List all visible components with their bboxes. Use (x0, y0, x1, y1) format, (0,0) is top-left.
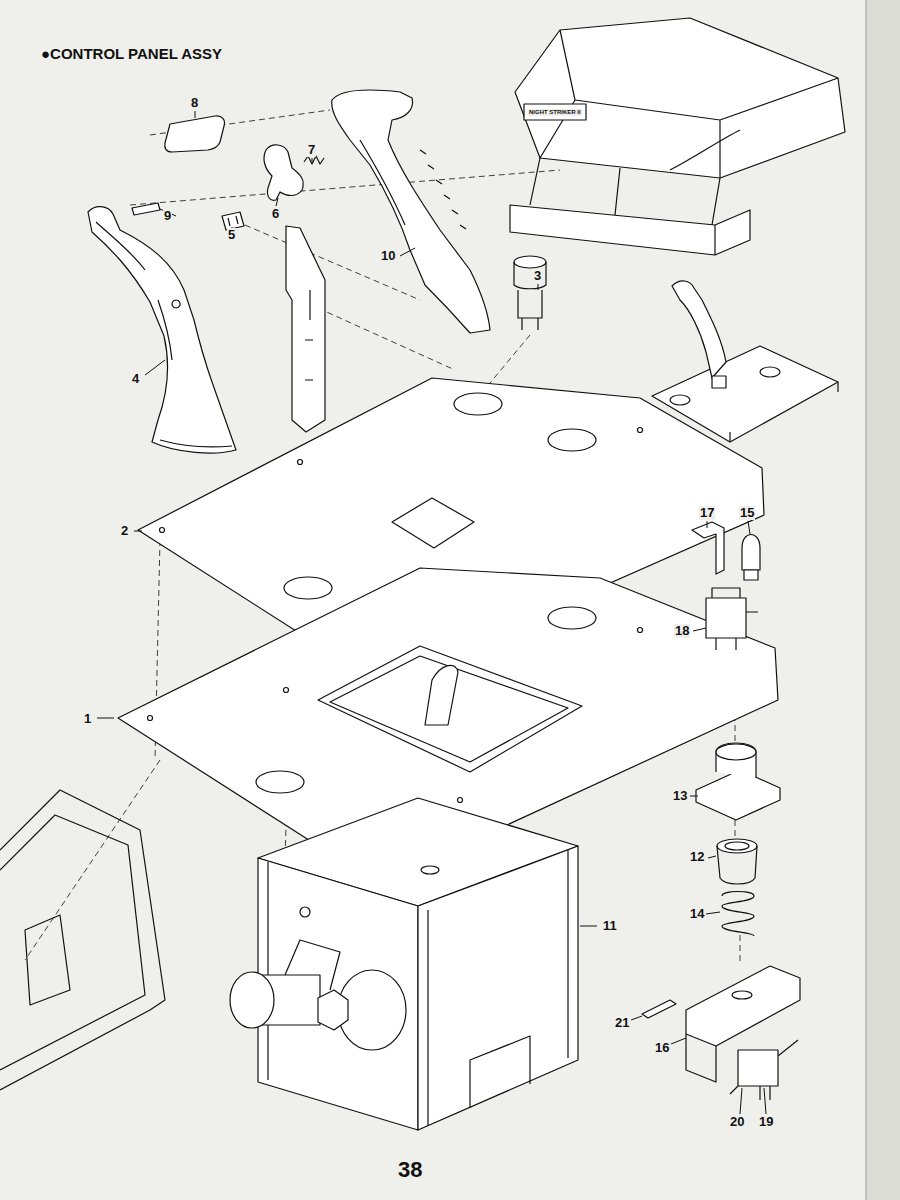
page-number: 38 (397, 1158, 423, 1182)
callout-number: 15 (739, 506, 755, 520)
callout-number: 21 (614, 1016, 630, 1030)
callout-number: 13 (672, 789, 688, 803)
callout-number: 16 (654, 1041, 670, 1055)
callout-number: 17 (699, 506, 715, 520)
callout-number: 19 (758, 1115, 774, 1129)
callout-number: 10 (380, 249, 396, 263)
callout-number: 11 (602, 919, 618, 933)
cabinet-marking: NIGHT STRIKER II (528, 109, 582, 116)
callout-number: 20 (729, 1115, 745, 1129)
callout-number: 8 (190, 96, 199, 110)
callout-number: 4 (131, 372, 140, 386)
callout-number: 1 (83, 712, 92, 726)
callout-number: 3 (533, 269, 542, 283)
callout-number: 2 (120, 524, 129, 538)
callout-number: 14 (689, 907, 705, 921)
callout-number: 9 (163, 209, 172, 223)
callout-number: 12 (689, 850, 705, 864)
callout-number: 5 (227, 228, 236, 242)
callout-number: 6 (271, 207, 280, 221)
diagram-title: ●CONTROL PANEL ASSY (40, 46, 223, 63)
callout-number: 18 (674, 624, 690, 638)
callout-number: 7 (307, 143, 316, 157)
